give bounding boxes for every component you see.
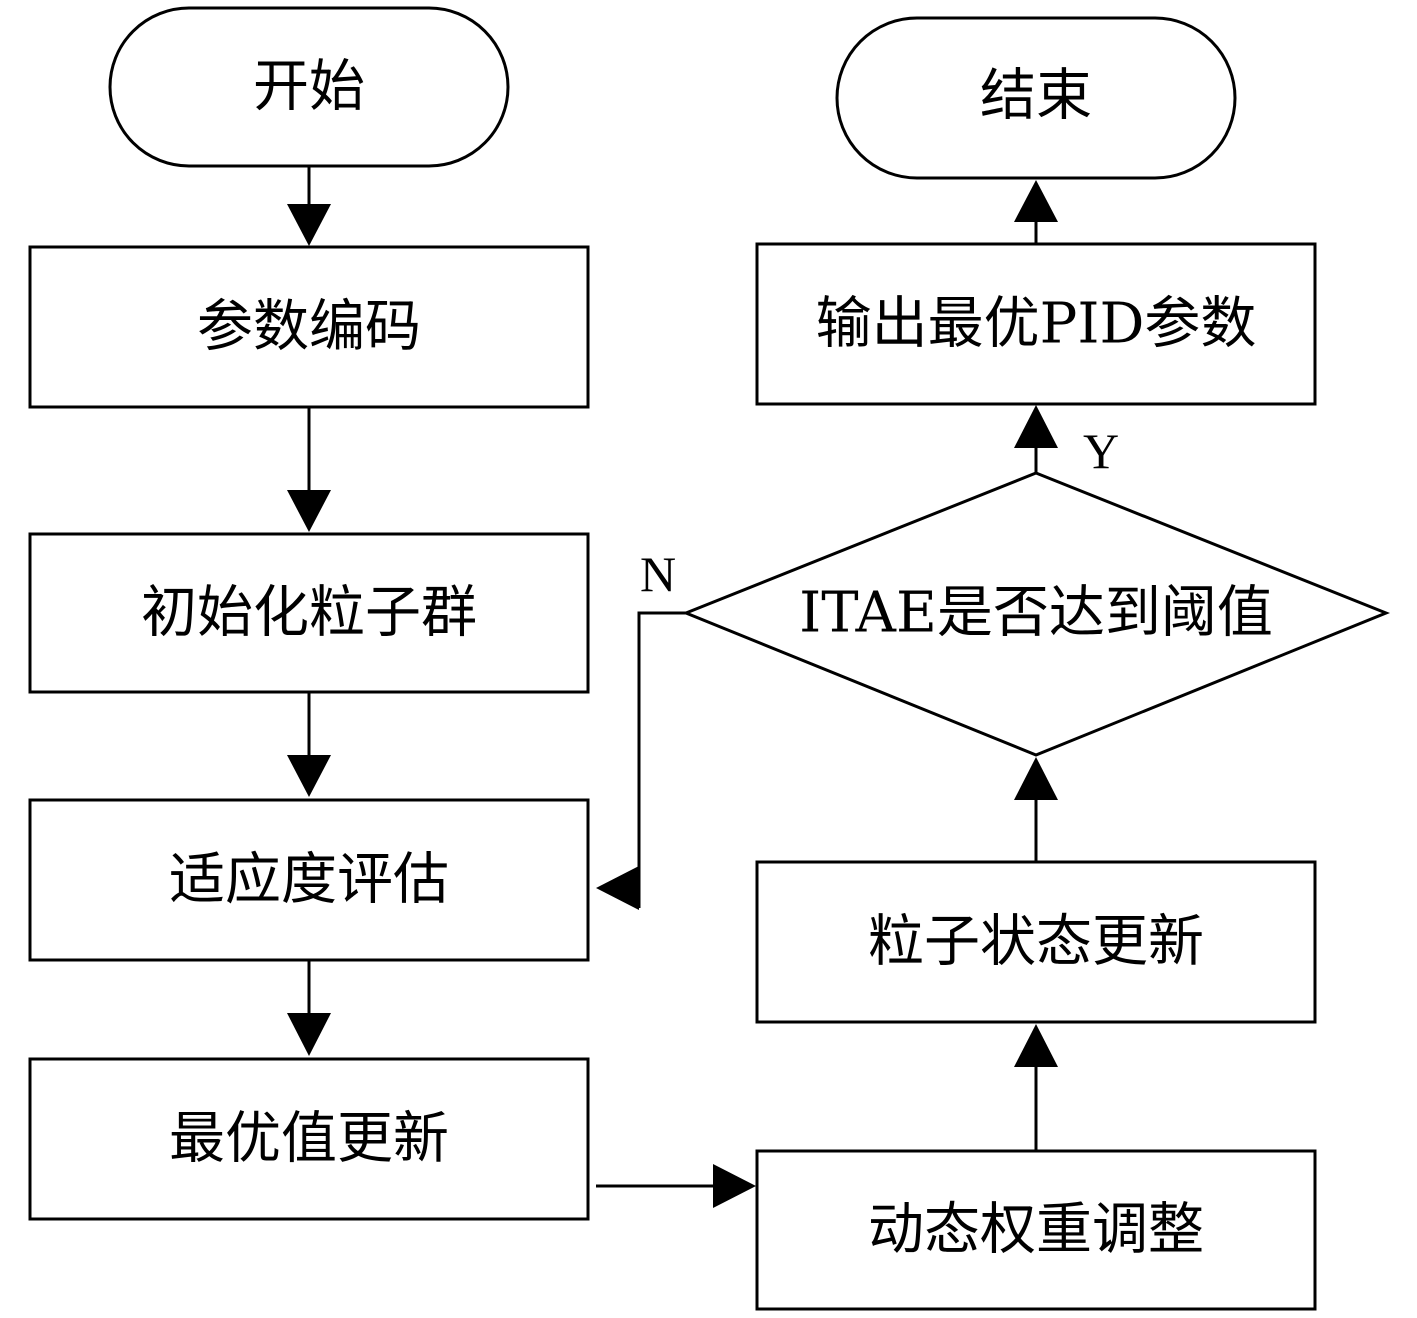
arrow-best-to-weight — [596, 1164, 756, 1208]
arrow-decision-yes — [1014, 405, 1058, 473]
arrow-start-to-encode — [287, 166, 331, 246]
arrow-decision-no — [596, 611, 686, 910]
arrow-fitness-to-best — [287, 960, 331, 1056]
best-update-node: 最优值更新 — [28, 1057, 590, 1221]
yes-branch-label: Y — [1083, 423, 1119, 479]
end-node: 结束 — [835, 16, 1237, 180]
arrow-encode-to-init — [287, 407, 331, 532]
output-pid-label: 输出最优PID参数 — [816, 292, 1257, 357]
start-node: 开始 — [108, 6, 510, 168]
init-swarm-node: 初始化粒子群 — [28, 532, 590, 694]
end-label: 结束 — [980, 64, 1092, 129]
arrow-weight-to-particle — [1014, 1024, 1058, 1151]
param-encode-label: 参数编码 — [197, 295, 421, 360]
dynamic-weight-label: 动态权重调整 — [868, 1198, 1204, 1263]
fitness-eval-node: 适应度评估 — [28, 798, 590, 962]
output-pid-node: 输出最优PID参数 — [755, 242, 1317, 406]
start-label: 开始 — [253, 55, 365, 120]
particle-update-node: 粒子状态更新 — [755, 860, 1317, 1024]
decision-label: ITAE是否达到阈值 — [799, 581, 1273, 646]
init-swarm-label: 初始化粒子群 — [141, 581, 477, 646]
arrow-output-to-end — [1014, 180, 1058, 244]
best-update-label: 最优值更新 — [169, 1107, 449, 1172]
dynamic-weight-node: 动态权重调整 — [755, 1149, 1317, 1311]
arrow-init-to-fitness — [287, 692, 331, 797]
decision-node: ITAE是否达到阈值 — [681, 471, 1391, 757]
arrow-particle-to-decision — [1014, 757, 1058, 862]
no-branch-label: N — [640, 546, 676, 602]
fitness-eval-label: 适应度评估 — [169, 848, 449, 913]
param-encode-node: 参数编码 — [28, 245, 590, 409]
particle-update-label: 粒子状态更新 — [868, 910, 1204, 975]
